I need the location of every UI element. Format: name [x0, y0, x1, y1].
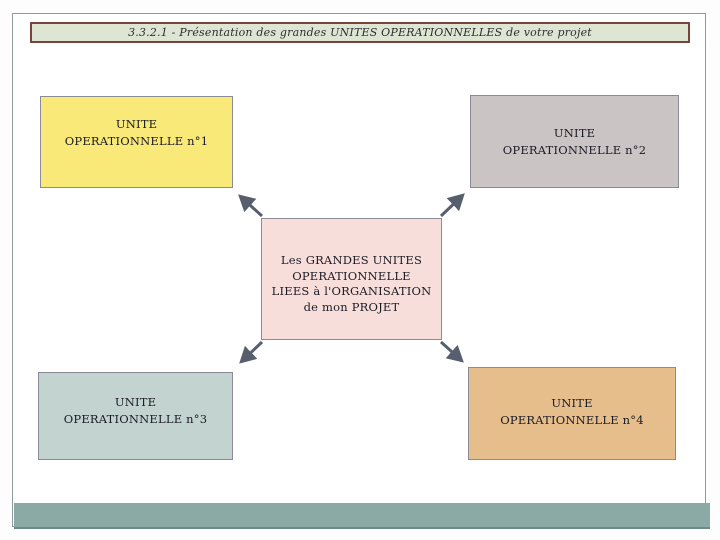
center-label-line1: Les GRANDES UNITES [280, 253, 423, 267]
center-label-line2: OPERATIONNELLE [292, 268, 411, 283]
unit-1-label-line2: OPERATIONNELLE n°1 [64, 134, 209, 149]
center-label-line4: de mon PROJET [303, 299, 400, 314]
slide-title: 3.3.2.1 - Présentation des grandes UNITE… [128, 26, 592, 39]
unit-2-label-line1: UNITE [553, 126, 596, 140]
center-label-line3: LIEES à l'ORGANISATION [271, 284, 432, 299]
unit-box-3: UNITE OPERATIONNELLE n°3 [38, 372, 233, 460]
unit-3-label-line2: OPERATIONNELLE n°3 [63, 412, 208, 427]
unit-2-label-line2: OPERATIONNELLE n°2 [502, 143, 647, 158]
unit-3-label-line1: UNITE [114, 395, 157, 409]
unit-1-label-line1: UNITE [115, 117, 158, 131]
center-box: Les GRANDES UNITES OPERATIONNELLE LIEES … [261, 218, 442, 340]
unit-4-label-line2: OPERATIONNELLE n°4 [500, 413, 644, 428]
unit-box-2: UNITE OPERATIONNELLE n°2 [470, 95, 679, 188]
footer-accent-bar [14, 503, 710, 529]
unit-4-label-line1: UNITE [551, 396, 593, 410]
unit-box-4: UNITE OPERATIONNELLE n°4 [468, 367, 676, 460]
slide-title-banner: 3.3.2.1 - Présentation des grandes UNITE… [30, 22, 690, 43]
unit-box-1: UNITE OPERATIONNELLE n°1 [40, 96, 233, 188]
